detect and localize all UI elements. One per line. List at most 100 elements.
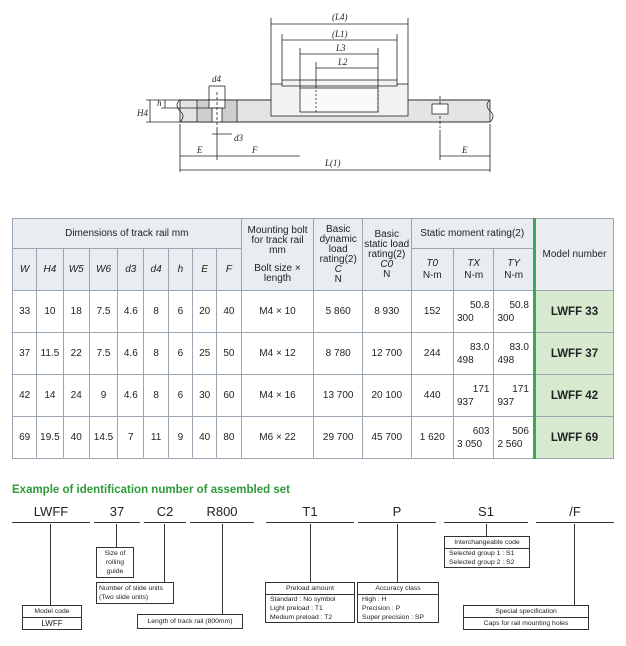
- rail-length-box: Length of track rail (800mm): [137, 614, 243, 629]
- col-TY: TY N-m: [493, 248, 535, 291]
- cell-C: 8 780: [313, 332, 363, 375]
- table-row: 42 14 24 9 4.6 8 6 30 60 M4 × 16 13 700 …: [11, 374, 615, 417]
- cell-W5: 22: [62, 332, 90, 375]
- cell-T0: 244: [410, 332, 455, 375]
- model-header: Model number: [532, 218, 615, 291]
- col-T0: T0 N-m: [410, 248, 455, 291]
- cell-W: 42: [11, 374, 38, 417]
- cell-T0: 440: [410, 374, 455, 417]
- cell-d3: 4.6: [117, 374, 145, 417]
- slide-units-box: Number of slide units (Two slide units): [96, 582, 174, 604]
- cell-bolt: M6 × 22: [240, 416, 315, 459]
- preload-box: Preload amount Standard : No symbol Ligh…: [265, 582, 355, 623]
- preload-row: Standard : No symbol: [270, 596, 336, 603]
- interchange-row: Selected group 1 : S1: [449, 550, 515, 557]
- static-label: Basic static load rating(2): [364, 228, 410, 260]
- ty-unit: N-m: [504, 269, 524, 281]
- static-unit: N: [383, 268, 391, 280]
- cell-d4: 8: [143, 332, 169, 375]
- col-E: E: [191, 248, 218, 291]
- accuracy-row: High : H: [362, 596, 387, 603]
- cell-C0: 20 100: [361, 374, 412, 417]
- cell-E: 25: [191, 332, 218, 375]
- col-W6: W6: [88, 248, 119, 291]
- code-accuracy: P: [358, 504, 436, 523]
- preload-head: Preload amount: [266, 583, 354, 595]
- ty-value-2: 937: [497, 396, 515, 408]
- dynamic-sym: C: [334, 263, 342, 275]
- dim-d3: d3: [234, 133, 244, 143]
- dim-E-right: E: [461, 145, 468, 155]
- tx-value-2: 937: [457, 396, 474, 408]
- cell-d4: 11: [143, 416, 169, 459]
- ty-value-1: 50.8: [509, 299, 529, 311]
- cell-W5: 24: [62, 374, 90, 417]
- cell-W: 33: [11, 290, 38, 333]
- tx-value-2: 300: [457, 312, 474, 324]
- interchange-head: Interchangeable code: [445, 537, 529, 549]
- mounting-sub: Bolt size × length: [254, 262, 301, 284]
- mounting-unit: mm: [269, 244, 286, 256]
- accuracy-row: Super precision : SP: [362, 614, 424, 621]
- cell-F: 50: [216, 332, 242, 375]
- col-W5: W5: [62, 248, 90, 291]
- tx-value-1: 83.0: [469, 341, 490, 353]
- cell-T0: 1 620: [410, 416, 455, 459]
- cell-h: 9: [167, 416, 194, 459]
- table-row: 33 10 18 7.5 4.6 8 6 20 40 M4 × 10 5 860…: [11, 290, 615, 333]
- interchange-row: Selected group 2 : S2: [449, 559, 515, 566]
- cell-C0: 8 930: [361, 290, 412, 333]
- dim-L4: (L4): [332, 12, 348, 22]
- static-sym: C0: [380, 258, 394, 270]
- dim-L3: L3: [335, 43, 346, 53]
- dim-H4: H4: [136, 108, 148, 118]
- cell-C: 13 700: [313, 374, 363, 417]
- dynamic-header: Basic dynamic load rating(2) C N: [313, 218, 363, 291]
- cell-W6: 14.5: [88, 416, 119, 459]
- interchange-box: Interchangeable code Selected group 1 : …: [444, 536, 530, 568]
- cell-W6: 7.5: [88, 290, 119, 333]
- col-H4: H4: [36, 248, 64, 291]
- col-F: F: [216, 248, 242, 291]
- preload-row: Medium preload : T2: [270, 614, 333, 621]
- cell-W6: 7.5: [88, 332, 119, 375]
- ty-value-1: 506: [512, 425, 529, 437]
- mounting-header: Mounting bolt for track rail mm Bolt siz…: [240, 218, 315, 291]
- code-size-text: 37: [109, 504, 125, 519]
- dim-L: L(1): [324, 158, 341, 168]
- code-special-text: /F: [569, 504, 581, 519]
- model-code-head: Model code: [23, 606, 81, 618]
- cell-model: LWFF 69: [532, 416, 615, 459]
- cell-bolt: M4 × 16: [240, 374, 315, 417]
- accuracy-head: Accuracy class: [358, 583, 438, 595]
- cell-F: 80: [216, 416, 242, 459]
- cell-d3: 4.6: [117, 290, 145, 333]
- preload-row: Light preload : T1: [270, 605, 323, 612]
- cell-d3: 7: [117, 416, 145, 459]
- cell-W5: 18: [62, 290, 90, 333]
- t0-unit: N-m: [422, 269, 442, 281]
- size-box: Size of rolling guide: [96, 547, 134, 578]
- code-preload-text: T1: [302, 504, 318, 519]
- t0-label: T0: [426, 257, 439, 269]
- dim-L1: (L1): [332, 29, 348, 39]
- code-length: R800: [190, 504, 254, 523]
- tx-label: TX: [467, 257, 481, 269]
- cell-T0: 152: [410, 290, 455, 333]
- ident-title: Example of identification number of asse…: [12, 484, 290, 496]
- cell-model: LWFF 37: [532, 332, 615, 375]
- code-interchange-text: S1: [478, 504, 494, 519]
- code-interchange: S1: [444, 504, 528, 523]
- cell-C0: 45 700: [361, 416, 412, 459]
- tx-value-1: 603: [472, 425, 490, 437]
- dim-E-left: E: [196, 145, 203, 155]
- static-header: Basic static load rating(2) C0 N: [361, 218, 412, 291]
- cell-C0: 12 700: [361, 332, 412, 375]
- ty-value-1: 83.0: [509, 341, 529, 353]
- col-TX: TX N-m: [452, 248, 495, 291]
- cell-model: LWFF 33: [532, 290, 615, 333]
- model-code-box: Model code LWFF: [22, 605, 82, 630]
